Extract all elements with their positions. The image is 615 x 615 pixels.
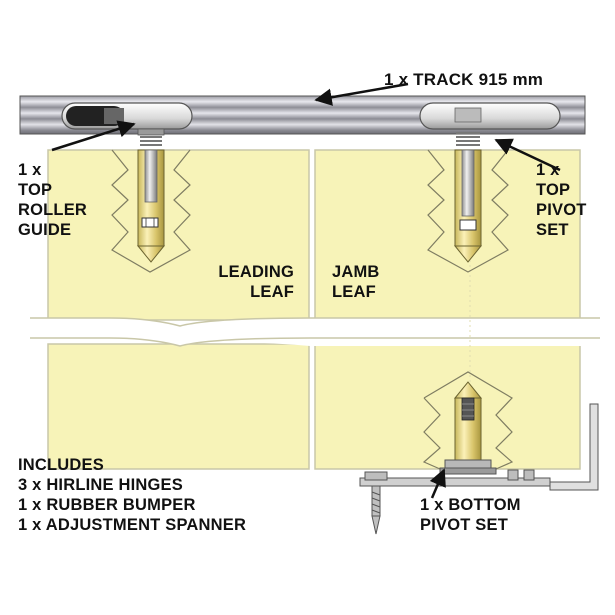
leading-leaf-line: LEAF [250, 283, 294, 301]
jamb-leaf-lower [314, 343, 581, 470]
top-pivot-set-line: 1 x [536, 161, 560, 179]
top-roller-guide-unit [61, 102, 193, 146]
top-pivot-set-label: 1 x TOP PIVOT SET [536, 160, 587, 240]
jamb-leaf-line: LEAF [332, 283, 376, 301]
jamb-leaf-line: JAMB [332, 263, 380, 281]
top-roller-guide-line: TOP [18, 181, 53, 199]
top-pivot-set-line: TOP [536, 181, 571, 199]
track-label: 1 x TRACK 915 mm [384, 70, 544, 89]
includes-item: 1 x ADJUSTMENT SPANNER [18, 516, 247, 534]
includes-item: 3 x HIRLINE HINGES [18, 476, 183, 494]
top-roller-guide-line: GUIDE [18, 221, 72, 239]
top-pivot-set-line: PIVOT [536, 201, 587, 219]
includes-heading: INCLUDES [18, 456, 104, 474]
top-roller-bolt [136, 149, 166, 263]
top-pivot-bolt [453, 149, 483, 263]
bottom-pivot-bolt [453, 381, 483, 461]
bottom-pivot-set-line: PIVOT SET [420, 516, 508, 534]
top-pivot-cutaway [427, 149, 509, 273]
bottom-pivot-cutaway [422, 371, 514, 470]
bottom-pivot-hardware [359, 403, 599, 535]
leading-leaf-line: LEADING [218, 263, 294, 281]
includes-list: INCLUDES 3 x HIRLINE HINGES 1 x RUBBER B… [18, 455, 246, 535]
leading-leaf-label: LEADING LEAF [188, 262, 294, 302]
leading-leaf-lower [47, 343, 310, 470]
callout-arrows [51, 82, 561, 499]
top-roller-cutaway [111, 149, 191, 273]
bottom-pivot-set-line: 1 x BOTTOM [420, 496, 521, 514]
includes-item: 1 x RUBBER BUMPER [18, 496, 196, 514]
jamb-leaf-upper [314, 149, 581, 321]
top-roller-guide-line: ROLLER [18, 201, 88, 219]
top-pivot-set-line: SET [536, 221, 569, 239]
top-roller-guide-label: 1 x TOP ROLLER GUIDE [18, 160, 87, 240]
jamb-leaf-label: JAMB LEAF [332, 262, 380, 302]
top-pivot-unit [419, 102, 561, 146]
bottom-pivot-set-label: 1 x BOTTOM PIVOT SET [420, 495, 521, 535]
top-roller-guide-line: 1 x [18, 161, 42, 179]
leading-leaf-upper [47, 149, 310, 321]
panel-break [30, 317, 600, 347]
